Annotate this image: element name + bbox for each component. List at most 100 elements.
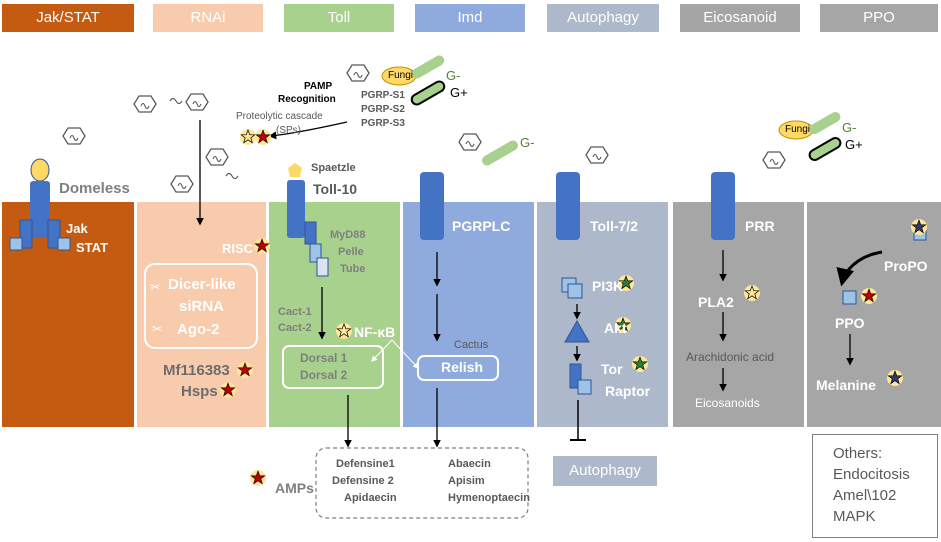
stat-label: STAT xyxy=(76,240,109,255)
mf-star-icon xyxy=(236,361,254,379)
panel-eicosanoid xyxy=(673,202,804,427)
sirna-label: siRNA xyxy=(179,298,225,315)
cascade-label-2: (SPs) xyxy=(276,125,301,136)
nfkb-star-icon xyxy=(335,322,353,340)
dorsal-box xyxy=(282,345,384,389)
domeless-receptor xyxy=(9,158,71,251)
prr-label: PRR xyxy=(745,218,775,234)
cact2-label: Cact-2 xyxy=(278,322,312,334)
header-eicosanoid: Eicosanoid xyxy=(680,4,800,32)
others-item: Amel\102 xyxy=(833,487,897,504)
amp-item: Defensine 2 xyxy=(332,475,394,487)
eico-gneg-label: G- xyxy=(842,120,857,135)
amp-item: Abaecin xyxy=(448,458,491,470)
hsps-star-icon xyxy=(219,381,237,399)
propo-label: ProPO xyxy=(884,258,928,274)
dorsal2-label: Dorsal 2 xyxy=(300,368,348,382)
ppo-star-icon xyxy=(860,287,878,305)
propo-arrow xyxy=(836,250,883,287)
arachidonic-label: Arachidonic acid xyxy=(686,350,775,364)
cascade-star-icon xyxy=(254,128,272,146)
gneg-bacteria-icon xyxy=(482,140,518,166)
amps-star-icon xyxy=(249,469,267,487)
pgrps3-label: PGRP-S3 xyxy=(361,118,405,129)
amps-box xyxy=(315,447,529,519)
gneg-label: G- xyxy=(446,68,461,83)
pamp-arrow xyxy=(268,121,348,140)
pelle-label: Pelle xyxy=(338,246,364,258)
header-ppo: PPO xyxy=(820,4,938,32)
ppo-shape xyxy=(842,290,857,305)
eico-fungi-label: Fungi xyxy=(785,124,811,135)
ppo-label: PPO xyxy=(835,315,865,331)
pgrplc-receptor xyxy=(420,172,444,240)
gpos-label: G+ xyxy=(450,85,468,100)
panel-rnai xyxy=(137,202,266,427)
relish-label: Relish xyxy=(441,359,484,375)
jak-label: Jak xyxy=(66,221,88,236)
imd-gneg-label: G- xyxy=(520,135,535,150)
header-imd: Imd xyxy=(415,4,525,32)
fungi-label: Fungi xyxy=(388,70,414,81)
melanine-label: Melanine xyxy=(816,377,876,393)
amp-item: Defensine1 xyxy=(336,458,395,470)
bacteria-icon xyxy=(778,112,842,161)
propo-star-icon xyxy=(910,218,928,236)
hsps-label: Hsps xyxy=(181,383,218,400)
scissors-icon: ✂ xyxy=(152,322,162,336)
panel-toll xyxy=(269,202,400,427)
header-autophagy: Autophagy xyxy=(547,4,659,32)
scissors-icon: ✂ xyxy=(150,280,160,294)
toll-receptor xyxy=(287,163,329,277)
pgrps2-label: PGRP-S2 xyxy=(361,104,405,115)
prr-receptor xyxy=(711,172,735,240)
eicosanoids-label: Eicosanoids xyxy=(695,396,760,410)
header-toll: Toll xyxy=(284,4,394,32)
pamp-label-2: Recognition xyxy=(278,94,336,105)
tor-label: Tor xyxy=(601,361,623,377)
cact1-label: Cact-1 xyxy=(278,306,312,318)
mf-label: Mf116383 xyxy=(163,362,230,379)
myd88-label: MyD88 xyxy=(330,229,366,241)
cascade-star-icon xyxy=(239,128,257,146)
risc-label: RISC xyxy=(222,241,254,256)
spaetzle-label: Spaetzle xyxy=(311,162,356,174)
cascade-label-1: Proteolytic cascade xyxy=(236,111,323,122)
nfkb-label: NF-κB xyxy=(354,324,396,340)
pgrps1-label: PGRP-S1 xyxy=(361,90,405,101)
toll10-label: Toll-10 xyxy=(313,181,358,197)
amp-item: Hymenoptaecin xyxy=(448,492,530,504)
eico-gpos-label: G+ xyxy=(845,137,863,152)
raptor-label: Raptor xyxy=(605,383,651,399)
dorsal1-label: Dorsal 1 xyxy=(300,351,348,365)
pla2-star-icon xyxy=(743,284,761,302)
ago-label: Ago-2 xyxy=(177,321,220,338)
others-title: Others: xyxy=(833,445,883,462)
tube-label: Tube xyxy=(340,263,366,275)
cactus-label: Cactus xyxy=(454,339,489,351)
others-item: Endocitosis xyxy=(833,466,910,483)
toll72-label: Toll-7/2 xyxy=(590,218,638,234)
others-box: Others: Endocitosis Amel\102 MAPK xyxy=(812,434,938,538)
akt-label: Akt xyxy=(604,320,627,336)
tor-star-icon xyxy=(631,355,649,373)
pla2-label: PLA2 xyxy=(698,294,734,310)
amp-item: Apisim xyxy=(448,475,485,487)
akt-shape xyxy=(564,319,590,343)
autophagy-output: Autophagy xyxy=(553,456,657,486)
pgrplc-label: PGRPLC xyxy=(452,218,511,234)
header-jak-stat: Jak/STAT xyxy=(2,4,134,32)
pamp-label-1: PAMP xyxy=(304,81,333,92)
amps-label: AMPs xyxy=(275,480,314,496)
dicer-label: Dicer-like xyxy=(168,276,236,293)
others-item: MAPK xyxy=(833,508,876,525)
amp-item: Apidaecin xyxy=(344,492,397,504)
tor-shape xyxy=(569,363,582,389)
relish-box xyxy=(417,355,499,381)
pi3k-label: PI3K xyxy=(592,278,624,294)
melanine-star-icon xyxy=(886,369,904,387)
risc-star-icon xyxy=(253,237,271,255)
bacteria-icon xyxy=(381,55,446,106)
dicer-complex-box xyxy=(144,263,258,349)
